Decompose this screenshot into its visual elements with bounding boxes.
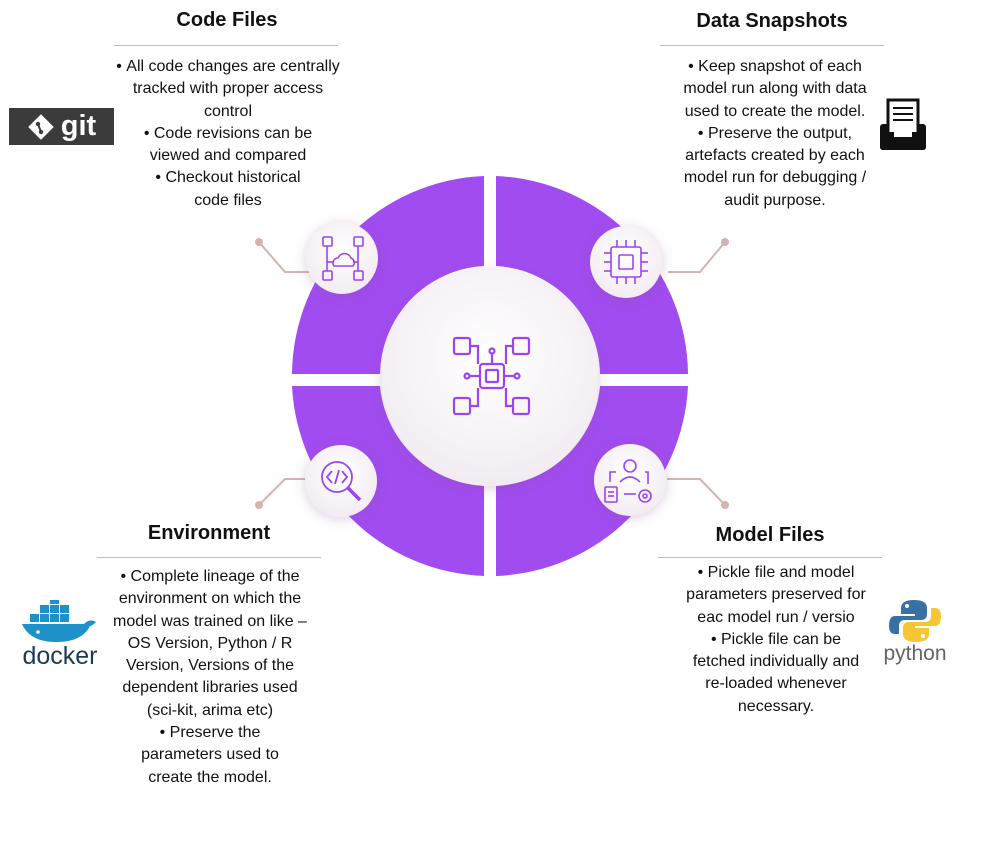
model-files-card bbox=[594, 444, 666, 516]
python-logo-text: python bbox=[883, 642, 947, 665]
connector-dot-environment bbox=[255, 501, 263, 509]
docker-logo-text: docker bbox=[22, 642, 98, 670]
data-snapshots-bullet-2: Preserve the output, artefacts created b… bbox=[668, 123, 882, 212]
cloud-network-icon bbox=[322, 236, 364, 281]
data-snapshots-card bbox=[590, 226, 662, 298]
code-files-card bbox=[306, 222, 378, 294]
circuit-network-icon bbox=[452, 336, 531, 416]
model-files-bullet-1: Pickle file and model parameters preserv… bbox=[678, 562, 874, 629]
environment-bullets: Complete lineage of the environment on w… bbox=[110, 566, 310, 789]
model-files-title: Model Files bbox=[715, 524, 825, 546]
python-snakes-icon bbox=[889, 600, 941, 642]
environment-bullet-2: Preserve the parameters used to create t… bbox=[110, 722, 310, 789]
code-files-bullet-1: All code changes are centrally tracked w… bbox=[114, 56, 342, 123]
code-files-bullet-3: Checkout historical code files bbox=[114, 167, 342, 212]
git-diamond-icon bbox=[28, 113, 54, 140]
connector-dot-data-snapshots bbox=[721, 238, 729, 246]
git-logo-text: git bbox=[60, 110, 97, 142]
environment-bullet-1: Complete lineage of the environment on w… bbox=[110, 566, 310, 722]
environment-title: Environment bbox=[147, 522, 271, 544]
model-files-bullets: Pickle file and model parameters preserv… bbox=[678, 562, 874, 718]
code-magnifier-icon bbox=[321, 461, 362, 502]
environment-card bbox=[305, 445, 377, 517]
segment-bottom-left bbox=[292, 386, 484, 576]
code-files-bullets: All code changes are centrally tracked w… bbox=[114, 56, 342, 212]
docker-whale-icon bbox=[22, 596, 96, 642]
segment-top-right bbox=[496, 176, 688, 374]
data-snapshots-bullets: Keep snapshot of each model run along wi… bbox=[668, 56, 882, 212]
code-files-title: Code Files bbox=[176, 9, 278, 31]
connector-dot-model-files bbox=[721, 501, 729, 509]
model-files-divider bbox=[658, 557, 882, 558]
model-files-bullet-2: Pickle file can be fetched individually … bbox=[678, 629, 874, 718]
connectors bbox=[258, 241, 726, 506]
segment-bottom-right bbox=[496, 386, 688, 576]
document-tray-icon bbox=[880, 98, 926, 150]
python-logo: python bbox=[877, 598, 953, 670]
environment-divider bbox=[97, 557, 321, 558]
engineer-gear-icon bbox=[604, 459, 652, 503]
git-logo: git bbox=[9, 108, 114, 145]
center-card bbox=[382, 270, 598, 486]
connector-model-files bbox=[667, 478, 726, 506]
docker-logo: docker bbox=[18, 596, 102, 672]
connector-dot-code-files bbox=[255, 238, 263, 246]
code-files-divider bbox=[114, 45, 338, 46]
data-snapshots-bullet-1: Keep snapshot of each model run along wi… bbox=[668, 56, 882, 123]
ring bbox=[292, 176, 688, 576]
connector-code-files bbox=[258, 241, 312, 273]
code-files-bullet-2: Code revisions can be viewed and compare… bbox=[114, 123, 342, 168]
data-snapshots-title: Data Snapshots bbox=[696, 10, 848, 32]
connector-environment bbox=[258, 478, 313, 506]
segment-top-left bbox=[292, 176, 484, 374]
data-snapshots-divider bbox=[660, 45, 884, 46]
connector-data-snapshots bbox=[668, 241, 726, 273]
microchip-icon bbox=[604, 240, 648, 284]
